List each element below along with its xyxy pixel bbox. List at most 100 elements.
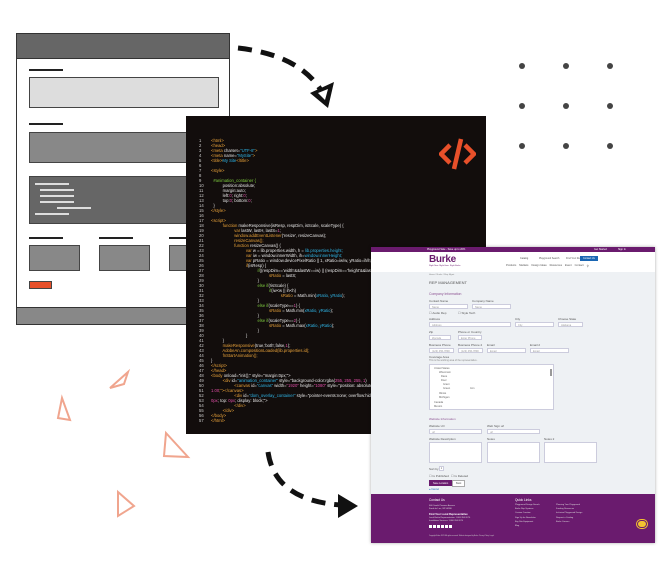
nav-markets[interactable]: Markets	[519, 264, 529, 267]
nav-design-ideas[interactable]: Design Ideas	[531, 264, 547, 267]
footer-link[interactable]: Playground Design Search	[515, 504, 540, 506]
line-number: 35	[199, 308, 204, 313]
nav-contact[interactable]: Contact	[574, 264, 584, 267]
is-deleted-checkbox[interactable]: ☐ Is Deleted	[451, 474, 469, 478]
tree-item[interactable]: Illinois	[439, 392, 447, 395]
facebook-icon[interactable]	[429, 525, 432, 528]
email-input[interactable]: Email	[487, 348, 526, 353]
nav-event[interactable]: Event	[565, 264, 572, 267]
coverage-tree[interactable]: United States Wisconsin Dane Door Grant …	[429, 364, 554, 410]
footer-link[interactable]: Request a Catalog	[556, 516, 574, 519]
code-token: AdobeAn.compositionLoaded(lib.properties…	[211, 348, 310, 353]
back-button[interactable]: Back	[452, 480, 466, 487]
code-token: ('resize', resizeCanvas);	[281, 233, 327, 238]
save-location-button[interactable]: Save Location	[429, 480, 453, 486]
tree-item[interactable]: Iron	[470, 387, 475, 390]
notes-textarea[interactable]	[487, 442, 540, 463]
chat-icon[interactable]	[637, 520, 647, 528]
style-tech-checkbox[interactable]: ☐ Style Tech	[458, 311, 476, 315]
line-number: 55	[199, 408, 204, 413]
tree-item[interactable]: Dane	[441, 375, 448, 378]
breadcrumb[interactable]: Home / Burke / Rep Mgmt	[429, 274, 455, 276]
footer-link[interactable]: Blog	[515, 524, 520, 527]
footer-find-line: Local Burke Representative: 1.800.356.20…	[429, 517, 471, 519]
line-number: 46	[199, 363, 204, 368]
logo-tagline: Right Now. Right Here. Right Burke.	[429, 265, 461, 267]
tree-item[interactable]: United States	[434, 367, 450, 370]
instagram-icon[interactable]	[437, 525, 440, 528]
footer-link[interactable]: Custom Creation	[515, 512, 531, 515]
line-number: 57	[199, 418, 204, 423]
sort-by-input[interactable]: 1	[439, 466, 444, 471]
footer-link[interactable]: Funding Resources	[556, 508, 575, 511]
line-number: 26	[199, 263, 204, 268]
tree-item[interactable]: Green	[443, 387, 451, 390]
pinterest-icon[interactable]	[441, 525, 444, 528]
phone-country-input[interactable]: Enter Phone	[458, 335, 482, 340]
search-icon[interactable]: ⚲	[586, 264, 589, 268]
company-name-input[interactable]: Name	[472, 304, 511, 309]
email-2-input[interactable]: Email	[530, 348, 569, 353]
footer-link[interactable]: Inclusive Playground Design	[556, 512, 583, 515]
contact-us-button[interactable]: Contact Us	[580, 256, 598, 261]
code-line: 39 }	[199, 328, 259, 333]
burke-logo[interactable]: Burke	[429, 254, 456, 265]
catalog-link[interactable]: Catalog	[520, 257, 529, 260]
footer-link[interactable]: Burke Rep Systems	[515, 508, 534, 511]
tree-item[interactable]: Mexico	[434, 405, 443, 408]
web-sign-url-input[interactable]: url	[487, 429, 540, 434]
code-token: >	[252, 153, 256, 158]
youtube-icon[interactable]	[449, 525, 452, 528]
line-number: 8	[199, 173, 202, 178]
notes-2-textarea[interactable]	[544, 442, 597, 463]
sign-in-link[interactable]: Sign In	[618, 248, 626, 251]
code-token: <meta	[211, 148, 224, 153]
code-token: (scaleType==	[268, 303, 294, 308]
contact-name-input[interactable]: Name	[429, 304, 468, 309]
tree-item[interactable]: Michigan	[439, 396, 450, 399]
code-token: <title>	[211, 158, 223, 163]
line-number: 50	[199, 383, 204, 388]
tree-item[interactable]: Grant	[443, 383, 450, 386]
footer-link[interactable]: Burke Careers	[556, 520, 570, 523]
code-token: var	[211, 253, 253, 258]
line-number: 19	[199, 228, 204, 233]
code-token: ;"></canvas>	[219, 388, 244, 393]
code-token: var	[211, 228, 242, 233]
dot	[607, 63, 613, 69]
footer-link[interactable]: Sign Up for Newsletter	[515, 516, 536, 519]
website-url-input[interactable]: url	[429, 429, 482, 434]
find-rep-link[interactable]: Find Your Rep	[566, 257, 582, 260]
is-published-checkbox[interactable]: ☐ Is Published	[429, 474, 449, 478]
code-token: }	[211, 333, 248, 338]
social-icons	[429, 525, 452, 528]
code-token: 1	[277, 228, 280, 233]
business-phone-2-input[interactable]: (123) 456-7890	[458, 348, 483, 353]
zip-input[interactable]: Zipcode	[429, 335, 451, 340]
label-business-phone: Business Phone	[429, 343, 451, 347]
get-started-link[interactable]: Get Started	[594, 248, 607, 251]
footer-address: 660 South Pioneer Avenue	[429, 505, 455, 507]
scrollbar[interactable]	[550, 369, 552, 376]
linkedin-icon[interactable]	[445, 525, 448, 528]
cancel-link[interactable]: ● Cancel	[429, 488, 440, 491]
twitter-icon[interactable]	[433, 525, 436, 528]
business-phone-input[interactable]: (123) 456-7890	[429, 348, 454, 353]
audio-rep-checkbox[interactable]: ☐ Audio Rep	[429, 311, 447, 315]
tree-item[interactable]: Canada	[434, 401, 444, 404]
footer-link[interactable]: Planning Your Playground	[556, 504, 580, 506]
address-input[interactable]: Address	[429, 322, 511, 327]
code-line: 56</body>	[199, 413, 226, 418]
website-description-textarea[interactable]	[429, 442, 482, 463]
line-number: 30	[199, 283, 204, 288]
city-input[interactable]: City	[515, 322, 554, 327]
playground-search-link[interactable]: Playground Search	[539, 257, 560, 260]
code-token: <body	[211, 373, 224, 378]
nav-resources[interactable]: Resources	[549, 264, 563, 267]
nav-products[interactable]: Products	[506, 264, 517, 267]
tree-item[interactable]: Wisconsin	[439, 371, 451, 374]
tree-item[interactable]: Door	[441, 379, 447, 382]
footer-link[interactable]: Buy Site Equipment	[515, 520, 534, 523]
code-token: #animation_container {	[211, 178, 256, 183]
state-select[interactable]: Alabama	[558, 322, 583, 327]
